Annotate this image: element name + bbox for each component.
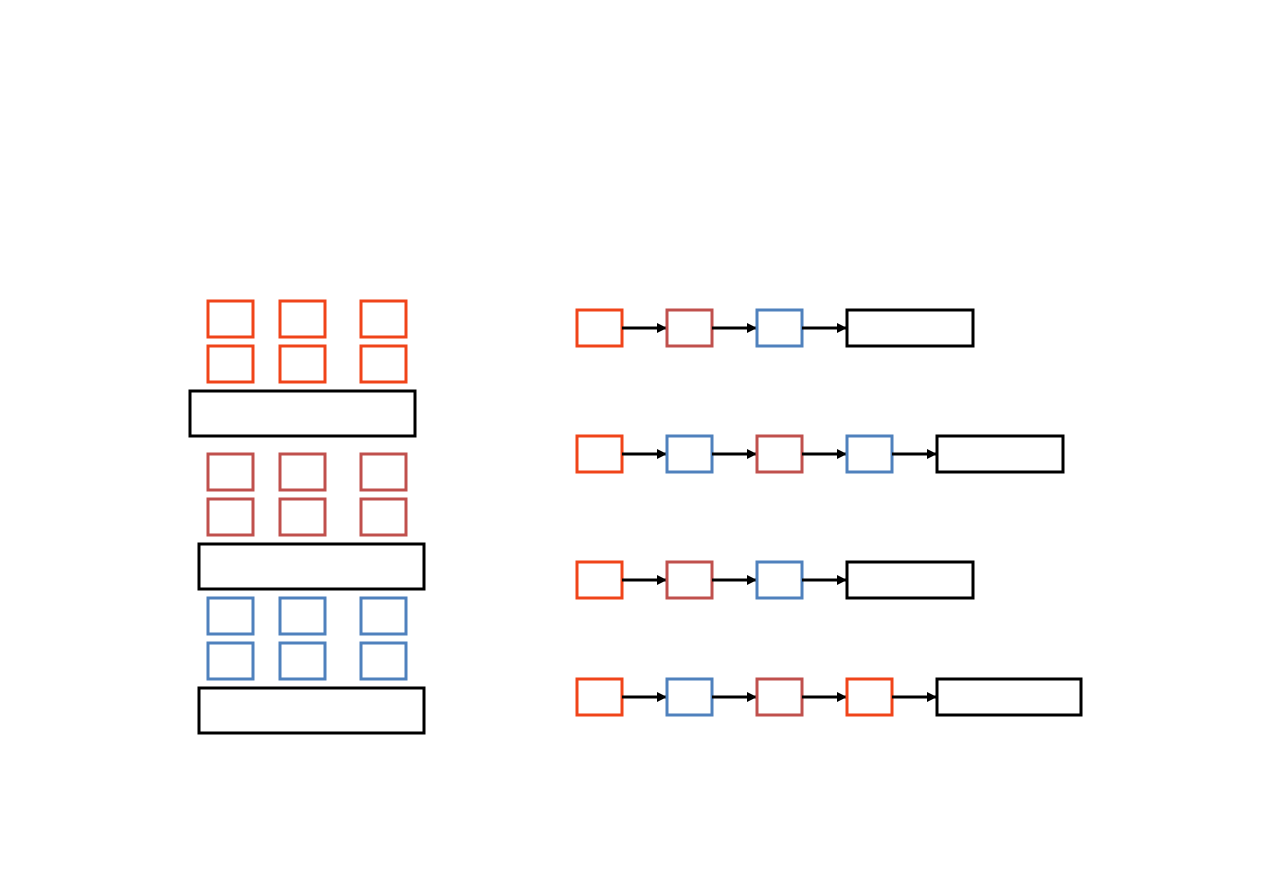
- chain-1-step-3-blue-box: [755, 308, 804, 348]
- chain-4-step-3-red-box: [755, 677, 804, 717]
- group-3-blue-box: [278, 596, 327, 636]
- chain-4-end-box: [935, 677, 1083, 717]
- chain-1-end-box: [845, 308, 975, 348]
- group-1-orange-box: [359, 299, 408, 339]
- chain-3-end-box: [845, 560, 975, 600]
- chain-2-step-2-blue-box: [665, 434, 714, 474]
- right-panel: [575, 308, 1083, 717]
- group-3-blue-box: [359, 641, 408, 681]
- group-1-orange-box: [206, 344, 255, 384]
- group-2-red-box: [206, 452, 255, 492]
- group-1-bar: [188, 389, 417, 438]
- group-3-blue-box: [278, 641, 327, 681]
- chain-1-step-2-red-box: [665, 308, 714, 348]
- group-3-blue-box: [359, 596, 408, 636]
- chain-2-step-3-red-box: [755, 434, 804, 474]
- group-1-orange-box: [278, 344, 327, 384]
- group-2-red-box: [206, 497, 255, 537]
- chain-2-step-4-blue-box: [845, 434, 894, 474]
- chain-1-step-1-orange-box: [575, 308, 624, 348]
- group-3-blue-box: [206, 596, 255, 636]
- chain-3-step-2-red-box: [665, 560, 714, 600]
- group-2-red-box: [278, 452, 327, 492]
- group-3-blue-box: [206, 641, 255, 681]
- chain-2-end-box: [935, 434, 1065, 474]
- group-2-red-box: [278, 497, 327, 537]
- group-1-orange-box: [359, 344, 408, 384]
- chain-4-step-4-orange-box: [845, 677, 894, 717]
- group-3-bar: [197, 686, 426, 735]
- chain-2-step-1-orange-box: [575, 434, 624, 474]
- group-2-bar: [197, 542, 426, 591]
- group-1-orange-box: [278, 299, 327, 339]
- group-1-orange-box: [206, 299, 255, 339]
- chain-3-step-3-blue-box: [755, 560, 804, 600]
- chain-4-step-2-blue-box: [665, 677, 714, 717]
- chain-4-step-1-orange-box: [575, 677, 624, 717]
- left-panel: [188, 299, 426, 735]
- chain-3-step-1-orange-box: [575, 560, 624, 600]
- group-2-red-box: [359, 497, 408, 537]
- group-2-red-box: [359, 452, 408, 492]
